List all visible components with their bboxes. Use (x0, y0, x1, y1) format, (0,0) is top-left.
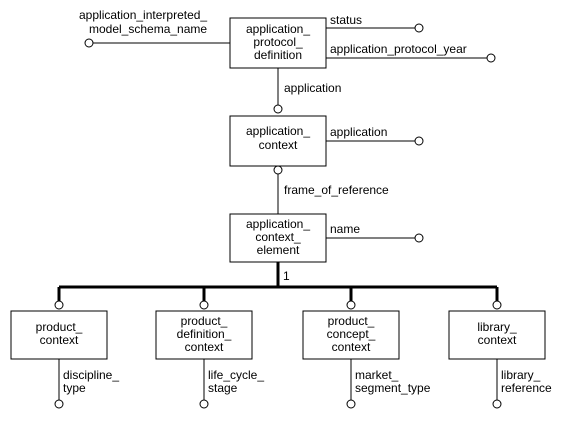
entity-product-definition-context: product_ definition_ context (155, 310, 253, 360)
ace-line-3: element (257, 243, 300, 257)
discipline-type-line-1: discipline_ (63, 368, 119, 382)
entity-library-context: library_ context (448, 310, 546, 360)
status-label: status (330, 13, 362, 27)
entity-application-context-element: application_ context_ element (229, 213, 327, 263)
entity-product-context: product_ context (10, 310, 108, 360)
pcc-line-3: context (332, 340, 371, 354)
apd-application-label: application (284, 81, 341, 95)
pcc-line-2: concept_ (327, 327, 376, 341)
attr-library-reference: library_ reference (492, 359, 552, 409)
ac-application-label: application (330, 125, 387, 139)
attr-application-interpreted-model-schema-name: application_interpreted_ model_schema_na… (79, 8, 230, 48)
aimsn-line-1: application_interpreted_ (79, 8, 207, 22)
rel-application: application (273, 68, 341, 114)
apd-line-1: application_ (246, 22, 310, 36)
ace-line-2: context_ (255, 230, 301, 244)
lc-line-1: library_ (477, 320, 517, 334)
library-reference-line-1: library_ (501, 368, 541, 382)
entity-application-context: application_ context (229, 115, 327, 167)
pdc-line-3: context (185, 340, 224, 354)
attr-discipline-type: discipline_ type (54, 359, 119, 409)
pc-line-1: product_ (36, 320, 83, 334)
pcc-line-1: product_ (328, 314, 375, 328)
market-segment-type-line-2: segment_type (355, 381, 431, 395)
attr-application: application (326, 125, 424, 146)
name-label: name (330, 222, 360, 236)
subtype-tree: 1 (54, 262, 502, 310)
pdc-line-2: definition_ (177, 327, 232, 341)
entity-product-concept-context: product_ concept_ context (302, 310, 400, 360)
ac-line-1: application_ (246, 124, 310, 138)
attr-status: status (326, 13, 424, 33)
library-reference-line-2: reference (501, 381, 552, 395)
pc-line-2: context (40, 333, 79, 347)
frame-of-reference-label: frame_of_reference (284, 183, 389, 197)
aimsn-line-2: model_schema_name (89, 22, 207, 36)
attr-life-cycle-stage: life_cycle_ stage (199, 359, 264, 409)
attr-application-protocol-year: application_protocol_year (326, 42, 496, 63)
entity-application-protocol-definition: application_ protocol_ definition (229, 17, 327, 69)
attr-market-segment-type: market_ segment_type (346, 359, 431, 409)
life-cycle-stage-line-1: life_cycle_ (208, 368, 264, 382)
market-segment-type-line-1: market_ (355, 368, 399, 382)
apy-label: application_protocol_year (330, 42, 467, 56)
rel-frame-of-reference: frame_of_reference (273, 165, 389, 214)
subtype-label: 1 (283, 269, 290, 283)
apd-line-3: definition (254, 48, 302, 62)
lc-line-2: context (478, 333, 517, 347)
ac-line-2: context (259, 138, 298, 152)
ace-line-1: application_ (246, 217, 310, 231)
attr-name: name (326, 222, 424, 243)
discipline-type-line-2: type (63, 381, 86, 395)
life-cycle-stage-line-2: stage (208, 381, 238, 395)
pdc-line-1: product_ (181, 314, 228, 328)
apd-line-2: protocol_ (253, 35, 303, 49)
